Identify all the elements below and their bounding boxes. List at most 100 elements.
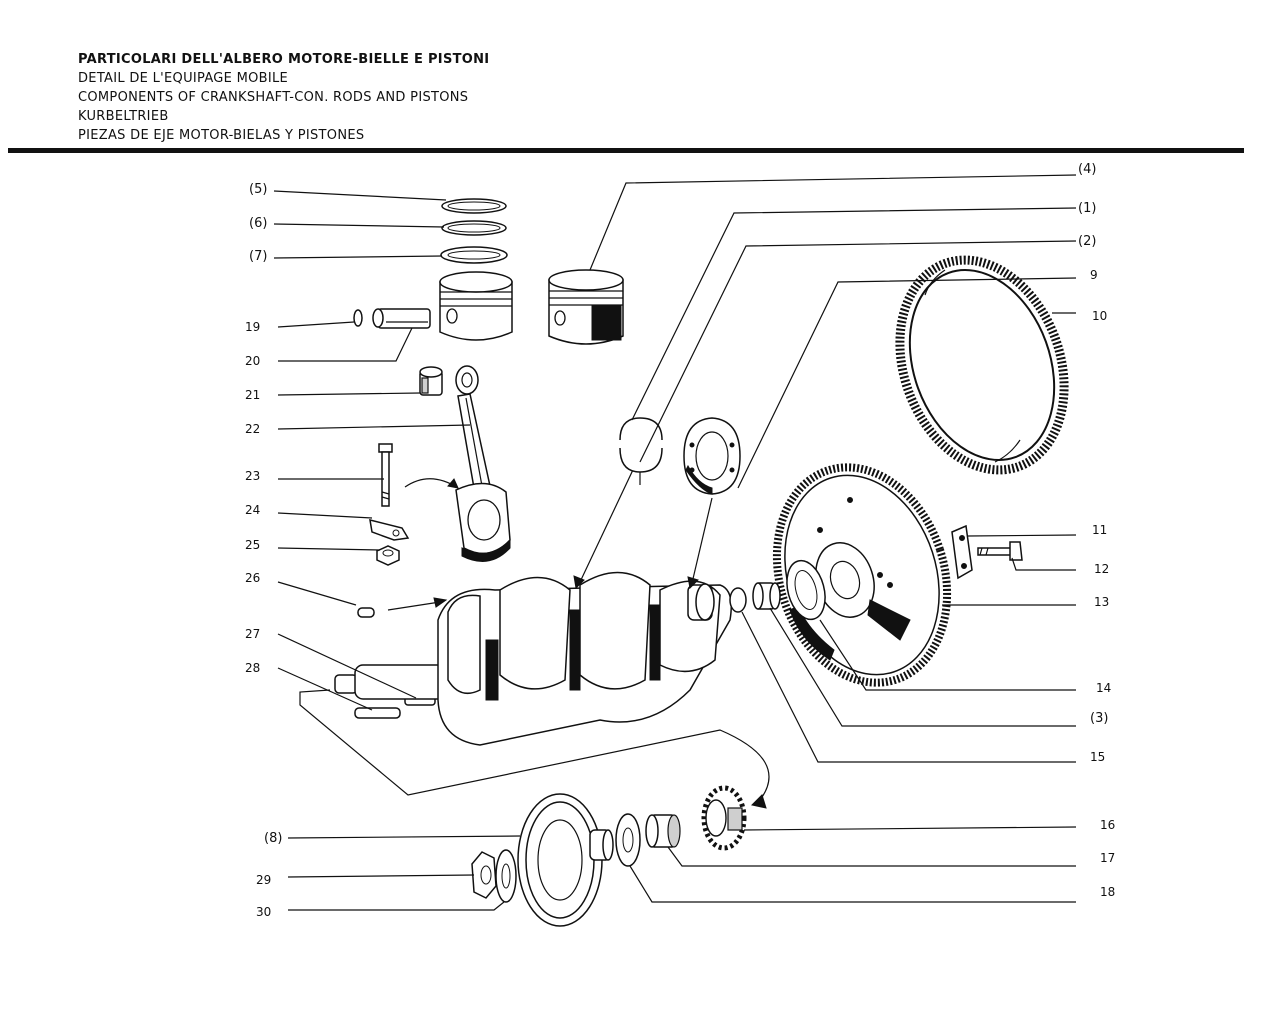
piston-ring-7	[440, 246, 508, 264]
label-12: 12	[1094, 562, 1109, 576]
label-23: 23	[245, 469, 260, 483]
label-2: (2)	[1078, 234, 1096, 249]
piston-ring-6	[441, 220, 507, 236]
leader-29	[287, 874, 475, 878]
title-english: COMPONENTS OF CRANKSHAFT-CON. RODS AND P…	[78, 90, 469, 105]
dowel-26	[357, 607, 375, 618]
bushing-21	[419, 366, 443, 396]
leader-4	[589, 174, 1077, 271]
leader-27	[277, 633, 417, 699]
label-11: 11	[1092, 523, 1107, 537]
dowel-arrow-head	[433, 597, 448, 608]
key-28	[354, 707, 401, 719]
leader-21	[277, 392, 421, 396]
seal-14	[786, 559, 826, 621]
leader-15	[741, 611, 1076, 763]
bearing-arrow-2	[691, 497, 713, 584]
sleeve-17	[645, 814, 681, 848]
flywheel-bolt-12	[977, 541, 1023, 561]
timing-gear-16	[701, 785, 747, 851]
label-6: (6)	[249, 216, 267, 231]
label-21: 21	[245, 388, 260, 402]
title-french: DETAIL DE L'EQUIPAGE MOBILE	[78, 71, 289, 86]
label-3: (3)	[1090, 711, 1108, 726]
leader-5	[273, 190, 447, 201]
leader-24	[277, 512, 373, 519]
leader-8	[287, 835, 521, 839]
ring-gear-10	[895, 255, 1069, 475]
piston-pin-20	[372, 308, 431, 329]
label-19: 19	[245, 320, 260, 334]
label-15: 15	[1090, 750, 1105, 764]
leader-25	[277, 547, 381, 551]
leader-30	[288, 901, 505, 911]
lock-plate-24	[369, 518, 410, 541]
connecting-rod-22	[455, 365, 511, 562]
leader-7	[273, 255, 443, 259]
leader-14	[819, 619, 1076, 691]
plate-11	[951, 524, 973, 580]
label-5: (5)	[249, 182, 267, 197]
assembly-route-line	[299, 689, 770, 801]
label-27: 27	[245, 627, 260, 641]
leader-16	[743, 826, 1077, 831]
leader-1	[631, 207, 1077, 421]
label-30: 30	[256, 905, 271, 919]
label-7: (7)	[249, 249, 267, 264]
title-german: KURBELTRIEB	[78, 109, 169, 124]
leader-19	[277, 321, 355, 328]
seal-ring-15	[729, 587, 747, 613]
leader-20	[278, 327, 413, 362]
washer-18	[615, 813, 641, 867]
flywheel-13	[772, 463, 952, 687]
leader-9	[737, 277, 1077, 489]
label-13: 13	[1094, 595, 1109, 609]
label-8: (8)	[264, 831, 282, 846]
nut-25	[376, 545, 400, 566]
label-24: 24	[245, 503, 260, 517]
bearing-arrow-2-head	[687, 576, 699, 590]
crankshaft	[334, 571, 732, 746]
piston-exploded	[439, 271, 513, 341]
header-rule	[8, 148, 1244, 153]
label-18: 18	[1100, 885, 1115, 899]
leader-3	[769, 607, 1076, 727]
leader-26	[277, 581, 357, 606]
bolt-arrow-head	[447, 478, 459, 489]
bearing-arrow-1-head	[573, 575, 585, 590]
leader-22	[277, 424, 471, 430]
title-spanish: PIEZAS DE EJE MOTOR-BIELAS Y PISTONES	[78, 128, 365, 143]
label-9: 9	[1090, 268, 1098, 282]
label-1: (1)	[1078, 201, 1096, 216]
label-25: 25	[245, 538, 260, 552]
rod-bolt-23	[378, 443, 393, 507]
leader-12	[1011, 557, 1076, 571]
leader-11	[967, 534, 1077, 537]
main-bearing-1	[619, 417, 663, 485]
pulley-8	[517, 793, 614, 927]
leader-17	[667, 846, 1076, 867]
label-26: 26	[245, 571, 260, 585]
nut-29	[471, 851, 497, 899]
piston-ring-5	[441, 198, 507, 214]
assembly-route-arrow	[750, 794, 767, 809]
title-block: PARTICOLARI DELL'ALBERO MOTORE-BIELLE E …	[78, 50, 489, 145]
thrust-washer-2	[683, 417, 741, 495]
label-4: (4)	[1078, 162, 1096, 177]
title-italian: PARTICOLARI DELL'ALBERO MOTORE-BIELLE E …	[78, 52, 490, 67]
label-10: 10	[1092, 309, 1107, 323]
label-16: 16	[1100, 818, 1115, 832]
label-28: 28	[245, 661, 260, 675]
label-14: 14	[1096, 681, 1111, 695]
leader-2	[639, 240, 1077, 463]
label-20: 20	[245, 354, 260, 368]
label-17: 17	[1100, 851, 1115, 865]
bush-3	[752, 582, 781, 610]
washer-30	[495, 849, 517, 903]
dowel-arrow	[387, 601, 441, 611]
label-22: 22	[245, 422, 260, 436]
leader-6	[273, 223, 445, 228]
leader-28	[277, 667, 373, 711]
bearing-arrow-1	[579, 454, 641, 583]
